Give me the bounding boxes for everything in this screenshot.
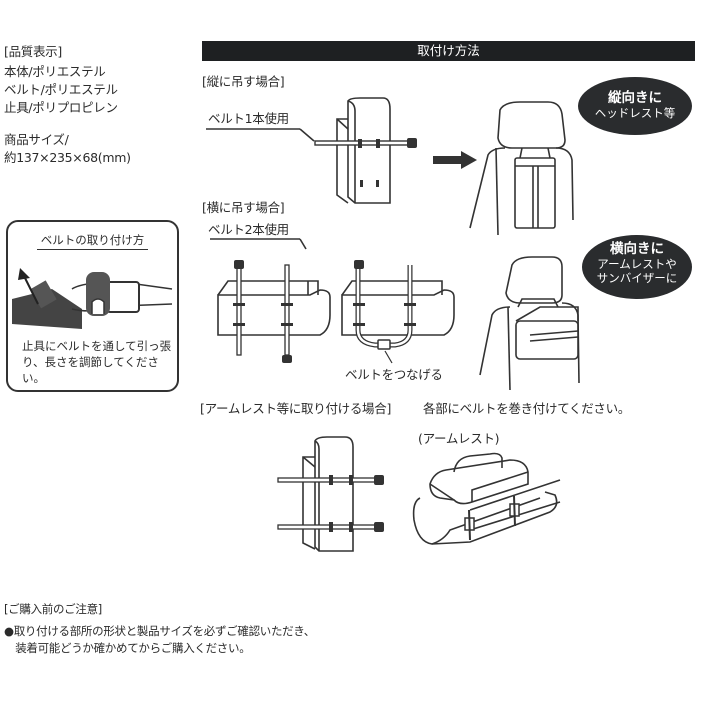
- arrow-right-icon: [433, 151, 477, 169]
- connect-belts-note: ベルトをつなげる: [345, 367, 443, 382]
- notice-line-2: 装着可能どうか確かめてからご購入ください。: [4, 641, 251, 655]
- spec-size-value: 約137×235×68(mm): [4, 150, 131, 165]
- armrest-section-label: [アームレスト等に取り付ける場合]: [200, 401, 392, 416]
- vertical-badge-sub: ヘッドレスト等: [594, 106, 676, 120]
- install-header: 取付け方法: [202, 41, 695, 61]
- armrest-instruction: 各部にベルトを巻き付けてください。: [423, 401, 631, 416]
- spec-clasp-material: 止具/ポリプロピレン: [4, 100, 118, 115]
- belt-attachment-box: ベルトの取り付け方 止具にベルトを通して引っ張り、長さを調節してください。: [6, 220, 179, 392]
- vertical-belt-note: ベルト1本使用: [208, 111, 289, 126]
- armrest-tissue-illustration: [412, 452, 561, 545]
- horizontal-badge-sub-1: アームレストや: [597, 257, 677, 271]
- vertical-bag-diagram: [206, 97, 417, 204]
- armrest-caption: (アームレスト): [418, 431, 500, 446]
- notice-title: [ご購入前のご注意]: [4, 602, 102, 616]
- spec-size-label: 商品サイズ/: [4, 132, 69, 147]
- horizontal-bag-diagram: [210, 238, 455, 364]
- headrest-horizontal-illustration: [479, 256, 580, 391]
- spec-body-material: 本体/ポリエステル: [4, 64, 106, 79]
- belt-box-description: 止具にベルトを通して引っ張り、長さを調節してください。: [22, 339, 172, 385]
- horizontal-section-label: [横に吊す場合]: [202, 200, 285, 215]
- vertical-badge: 縦向きに ヘッドレスト等: [578, 77, 692, 135]
- vertical-badge-title: 縦向きに: [608, 90, 662, 106]
- vertical-section-label: [縦に吊す場合]: [202, 74, 285, 89]
- horizontal-badge-title: 横向きに: [610, 241, 664, 257]
- belt-box-title: ベルトの取り付け方: [36, 233, 149, 250]
- horizontal-badge-sub-2: サンバイザーに: [596, 271, 678, 285]
- armrest-bag-diagram: [277, 436, 384, 552]
- spec-belt-material: ベルト/ポリエステル: [4, 82, 118, 97]
- notice-text: ●取り付ける部所の形状と製品サイズを必ずご確認いただき、 装着可能どうか確かめて…: [4, 623, 315, 657]
- horizontal-badge: 横向きに アームレストや サンバイザーに: [582, 235, 692, 299]
- notice-line-1: ●取り付ける部所の形状と製品サイズを必ずご確認いただき、: [4, 624, 315, 638]
- horizontal-belt-note: ベルト2本使用: [208, 222, 289, 237]
- belt-buckle-illustration: [12, 268, 173, 329]
- headrest-vertical-illustration: [469, 101, 574, 236]
- spec-title: [品質表示]: [4, 44, 62, 59]
